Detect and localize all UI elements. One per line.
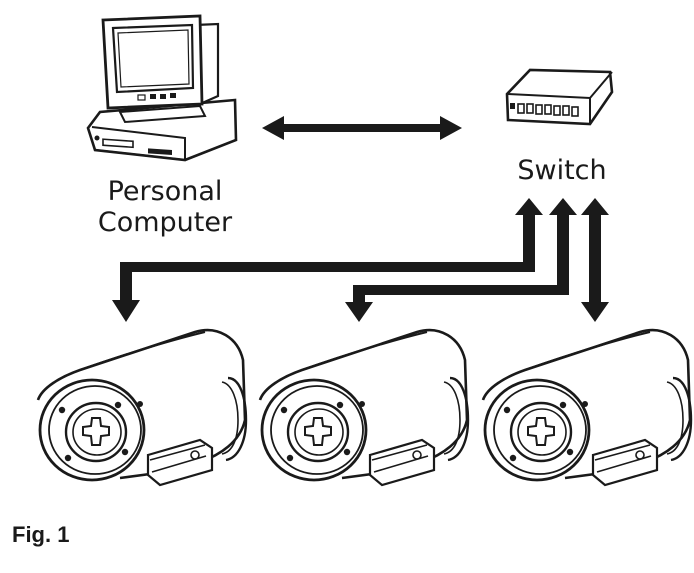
desktop-computer-icon [86,14,238,162]
network-switch-icon [505,68,614,126]
personal-computer-label-line1: Personal [107,176,223,207]
housed-camera-icon [481,328,693,487]
figure-caption: Fig. 1 [12,522,70,547]
personal-computer-label-line2: Computer [97,207,233,239]
switch-camera2-arrow [345,198,577,322]
switch-label: Switch [517,155,607,186]
connection-arrows [112,116,609,322]
personal-computer-label: Personal Computer [60,176,270,238]
switch-camera3-arrow [581,198,609,322]
housed-camera-icon [36,328,248,487]
housed-camera-icon [258,328,470,487]
pc-switch-arrow [262,116,462,140]
